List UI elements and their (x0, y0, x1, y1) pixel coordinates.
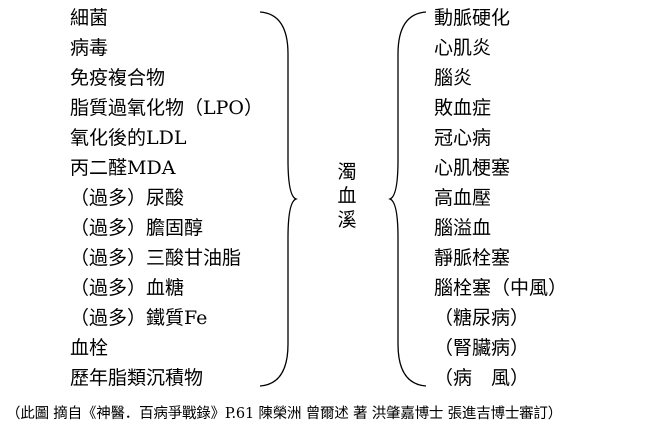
disease-item: 心肌梗塞 (434, 157, 511, 179)
disease-item: （腎臟病） (434, 337, 530, 359)
cause-list: 細菌 病毒 免疫複合物 脂質過氧化物（LPO） 氧化後的LDL 丙二醛MDA （… (70, 3, 263, 393)
disease-item: 腦炎 (434, 67, 473, 89)
cause-item: （過多）尿酸 (70, 187, 185, 209)
center-label-char: 濁 (337, 161, 357, 183)
cause-item: 細菌 (70, 7, 109, 29)
source-caption: （此圖 摘自《神醫．百病爭戰錄》P.61 陳榮洲 曾爾述 著 洪肇嘉博士 張進吉… (6, 406, 563, 422)
cause-item: （過多）三酸甘油脂 (70, 247, 242, 269)
disease-item: 敗血症 (434, 97, 492, 119)
disease-item: 心肌炎 (434, 37, 492, 59)
cause-item: （過多）血糖 (70, 277, 185, 299)
center-label-char: 溪 (337, 209, 357, 231)
cause-item: （過多）鐵質Fe (70, 307, 208, 329)
disease-item: （病 風） (434, 367, 530, 389)
center-label: 濁 血 溪 (334, 160, 360, 232)
disease-item: 靜脈栓塞 (434, 247, 511, 269)
right-opening-brace (388, 11, 427, 387)
cause-item: 免疫複合物 (70, 67, 166, 89)
cause-item: 丙二醛MDA (70, 157, 176, 179)
cause-item: 歷年脂類沉積物 (70, 367, 204, 389)
cause-item: （過多）膽固醇 (70, 217, 204, 239)
disease-list: 動脈硬化 心肌炎 腦炎 敗血症 冠心病 心肌梗塞 高血壓 腦溢血 靜脈栓塞 腦栓… (434, 3, 567, 393)
disease-item: 動脈硬化 (434, 7, 511, 29)
disease-item: （糖尿病） (434, 307, 530, 329)
cause-item: 血栓 (70, 337, 109, 359)
disease-item: 腦溢血 (434, 217, 492, 239)
cause-item: 病毒 (70, 37, 109, 59)
disease-item: 腦栓塞（中風） (434, 277, 568, 299)
disease-item: 冠心病 (434, 127, 492, 149)
disease-item: 高血壓 (434, 187, 492, 209)
left-closing-brace (259, 11, 298, 387)
cause-item: 氧化後的LDL (70, 127, 187, 149)
cause-item: 脂質過氧化物（LPO） (70, 97, 263, 119)
center-label-char: 血 (337, 185, 357, 207)
